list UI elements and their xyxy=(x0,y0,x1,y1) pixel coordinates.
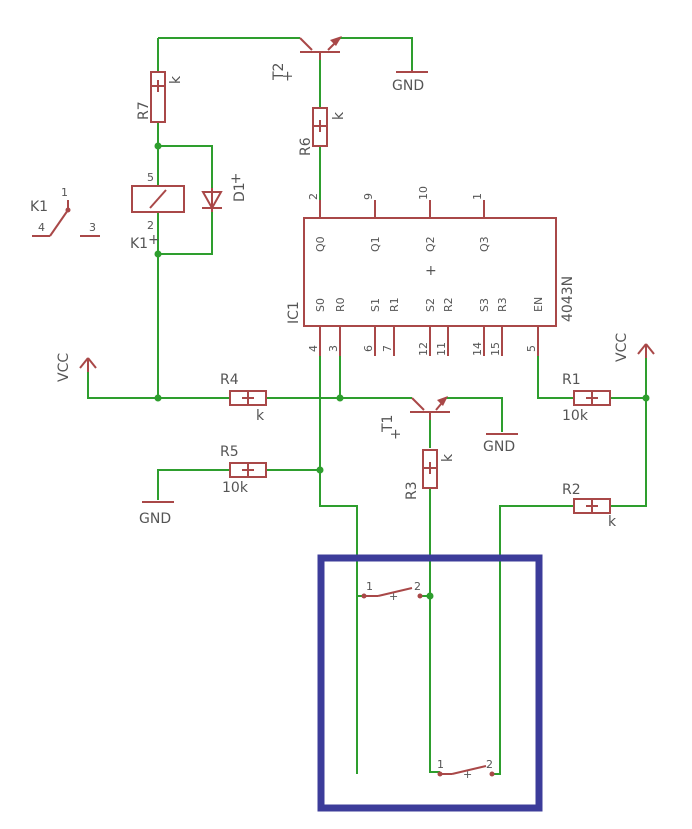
ic1-top-pin-num-4: 1 xyxy=(471,193,484,200)
gnd-symbol-r5: GND xyxy=(139,501,174,527)
gnd-label-top: GND xyxy=(392,78,424,94)
resistor-r4: R4 k xyxy=(220,372,267,424)
d1-label: D1 xyxy=(232,182,248,202)
r7-label: R7 xyxy=(136,101,152,120)
r4-value: k xyxy=(256,408,265,424)
diode-d1: D1 + xyxy=(201,171,248,212)
gnd-label-t1: GND xyxy=(483,439,515,455)
resistor-r3: R3 k xyxy=(404,449,456,500)
ic1-origin: + xyxy=(425,263,437,279)
switch-bottom-pin-2: 2 xyxy=(486,758,493,771)
ic1-top-pin-name-2: Q1 xyxy=(369,236,382,252)
r1-label: R1 xyxy=(562,372,581,388)
ic1-top-pin-num-1: 2 xyxy=(307,193,320,200)
switch-top-plus: + xyxy=(389,590,398,603)
ic1-bot-pin-name-s3: S3 xyxy=(478,298,491,312)
ic1-top-pin-name-3: Q2 xyxy=(424,236,437,252)
ic1-bot-pin-num-3: 3 xyxy=(327,345,340,352)
switch-top: 1 2 + xyxy=(361,580,423,603)
ic1-top-pin-num-2: 9 xyxy=(362,193,375,200)
gnd-label-r5: GND xyxy=(139,511,171,527)
ic1-bot-pin-num-7: 7 xyxy=(381,345,394,352)
k1-contact-pin-4: 4 xyxy=(38,221,45,234)
r3-label: R3 xyxy=(404,481,420,500)
k1-pin-5: 5 xyxy=(147,171,154,184)
k1-contact-pin-3: 3 xyxy=(89,221,96,234)
ic1-bot-pin-num-15: 15 xyxy=(489,342,502,356)
r5-value: 10k xyxy=(222,480,249,496)
relay-k1-contact: 1 4 3 K1 xyxy=(30,186,100,237)
resistor-r2: R2 k xyxy=(562,482,617,530)
t2-label: T2 xyxy=(271,63,287,81)
ic1-label: IC1 xyxy=(286,301,302,324)
ic1-bot-pin-num-6: 6 xyxy=(362,345,375,352)
switch-bottom-plus: + xyxy=(463,768,472,781)
ic1-bot-pin-name-s2: S2 xyxy=(424,298,437,312)
vcc-label-right: VCC xyxy=(614,333,630,362)
resistor-r6: R6 k xyxy=(298,107,347,156)
switch-bottom: 1 2 + xyxy=(437,758,495,781)
switch-bottom-pin-1: 1 xyxy=(437,758,444,771)
gnd-symbol-top: GND xyxy=(392,70,428,94)
t1-label: T1 xyxy=(380,415,396,433)
r6-value: k xyxy=(331,111,347,120)
ic1-bot-pin-num-11: 11 xyxy=(435,342,448,356)
switch-top-pin-2: 2 xyxy=(414,580,421,593)
r1-value: 10k xyxy=(562,408,589,424)
gnd-symbol-t1: GND xyxy=(483,433,518,455)
switch-top-pin-1: 1 xyxy=(366,580,373,593)
r3-value: k xyxy=(440,453,456,462)
junctions xyxy=(154,142,650,600)
k1-contact-pin-1: 1 xyxy=(61,186,68,199)
ic1-bot-pin-name-s1: S1 xyxy=(369,298,382,312)
k1-coil-label: K1 xyxy=(130,236,148,252)
board-outline xyxy=(317,554,543,812)
transistor-t2: T2 + xyxy=(271,36,342,82)
r5-label: R5 xyxy=(220,444,239,460)
ic1-bot-pin-name-r3: R3 xyxy=(496,297,509,312)
ic1-bot-pin-name-s0: S0 xyxy=(314,298,327,312)
transistor-t1: T1 + xyxy=(380,396,450,440)
r6-label: R6 xyxy=(298,137,314,156)
r2-label: R2 xyxy=(562,482,581,498)
resistor-r5: R5 10k xyxy=(220,444,267,496)
vcc-label-left: VCC xyxy=(56,353,72,382)
relay-k1-coil: 5 2 K1 + xyxy=(130,171,185,252)
ic1-top-pin-name-4: Q3 xyxy=(478,236,491,252)
d1-plus: + xyxy=(230,171,242,187)
k1-coil-plus: + xyxy=(148,232,160,248)
r4-label: R4 xyxy=(220,372,239,388)
k1-contact-label: K1 xyxy=(30,199,48,215)
ic1-4043n: 2 9 10 1 Q0 Q1 Q2 Q3 + S0 R0 S1 R1 S2 R2… xyxy=(286,186,576,356)
ic1-bot-pin-num-4: 4 xyxy=(307,345,320,352)
ic1-bot-pin-num-14: 14 xyxy=(471,342,484,356)
t1-plus: + xyxy=(388,428,404,440)
vcc-symbol-left: VCC xyxy=(56,353,97,382)
ic1-bot-pin-name-r1: R1 xyxy=(388,297,401,312)
ic1-top-pin-num-3: 10 xyxy=(417,186,430,200)
resistor-r1: R1 10k xyxy=(562,372,611,424)
resistor-r7: R7 k xyxy=(136,71,184,123)
ic1-bot-pin-num-5: 5 xyxy=(525,345,538,352)
t2-plus: + xyxy=(280,70,296,82)
ic1-bot-pin-num-12: 12 xyxy=(417,342,430,356)
ic1-bot-pin-name-r0: R0 xyxy=(334,297,347,312)
r7-value: k xyxy=(168,75,184,84)
vcc-symbol-right: VCC xyxy=(614,333,655,362)
ic1-bot-pin-name-r2: R2 xyxy=(442,297,455,312)
ic1-bot-pin-name-en: EN xyxy=(532,297,545,312)
ic1-part: 4043N xyxy=(560,276,576,322)
r2-value: k xyxy=(608,514,617,530)
wires xyxy=(87,37,647,775)
ic1-top-pin-name-1: Q0 xyxy=(314,236,327,252)
k1-pin-2: 2 xyxy=(147,219,154,232)
